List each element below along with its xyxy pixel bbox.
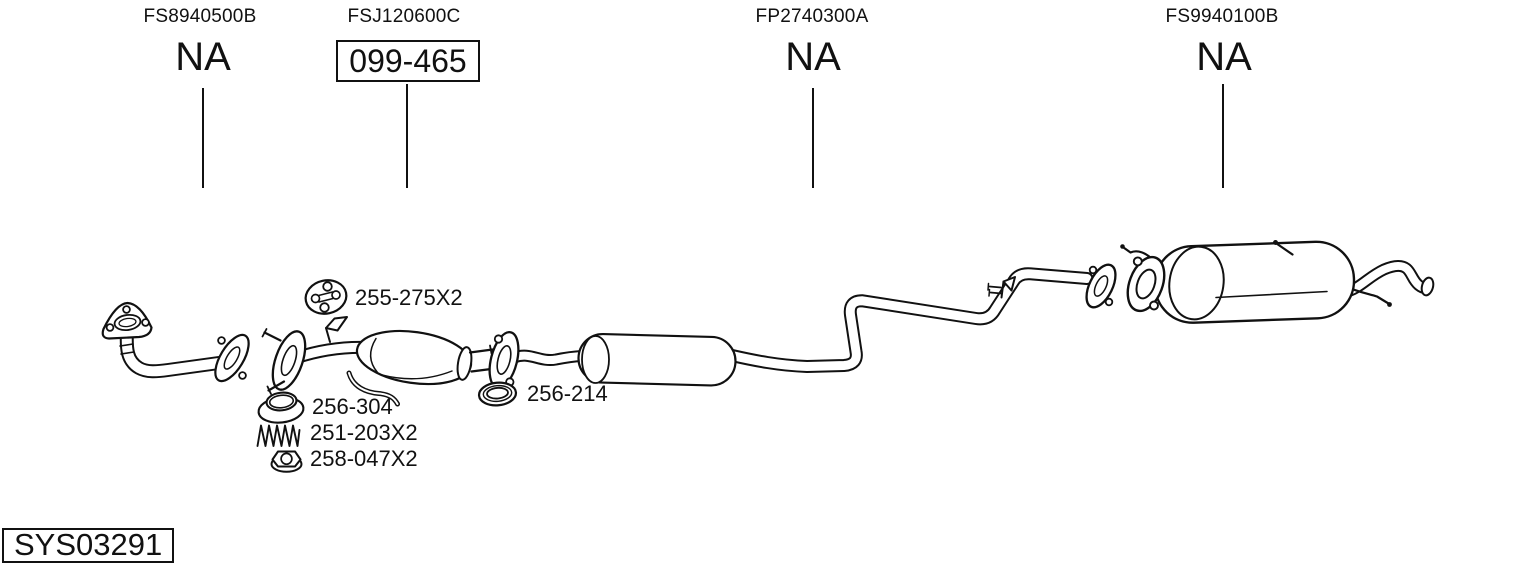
part-code-label-ring[interactable]: 256-214 <box>527 381 608 406</box>
middle-resonator-drawing <box>488 263 1117 389</box>
rear-muffler-drawing <box>1120 240 1435 324</box>
leader-lines <box>202 84 1224 188</box>
callout-ref-2: FSJ120600C <box>347 6 461 27</box>
part-code-label-hanger[interactable]: 255-275X2 <box>355 285 463 310</box>
part-code-label-spring[interactable]: 251-203X2 <box>310 420 418 445</box>
front-down-pipe-drawing <box>101 301 250 383</box>
cone-gasket-icon <box>257 391 305 424</box>
callout-ref-1: FS8940500B <box>143 6 257 27</box>
coil-spring-icon <box>256 424 301 447</box>
part-number-box[interactable]: 099-465 <box>336 40 480 82</box>
callout-value-na-3: NA <box>1196 35 1252 79</box>
callout-ref-4: FS9940100B <box>1165 6 1279 27</box>
flange-nut-icon <box>270 450 303 473</box>
catalytic-converter-drawing <box>261 316 497 407</box>
callout-value-na-1: NA <box>175 35 231 79</box>
system-code-box: SYS03291 <box>2 528 175 563</box>
callout-value-na-2: NA <box>785 35 841 79</box>
callout-ref-3: FP2740300A <box>755 6 869 27</box>
rubber-hanger-icon <box>304 279 348 315</box>
ring-gasket-icon <box>477 381 518 407</box>
part-code-label-gasket[interactable]: 256-304 <box>312 394 393 419</box>
part-code-label-nut[interactable]: 258-047X2 <box>310 446 418 471</box>
